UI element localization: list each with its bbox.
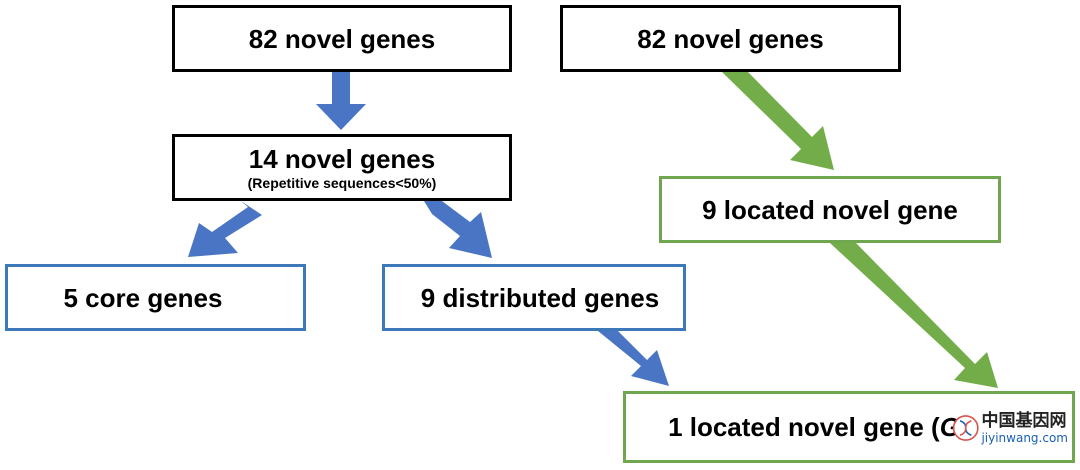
box-label: 82 novel genes [248, 23, 436, 54]
box-label: 82 novel genes [637, 23, 824, 54]
watermark-url: jiyinwang.com [981, 430, 1068, 445]
box-label: 9 located novel gene [702, 194, 958, 225]
box-distributed-genes: 9 distributed genes [382, 264, 686, 331]
box-core-genes: 5 core genes [5, 264, 306, 331]
arrow-blue-to-located-one [598, 331, 669, 386]
box-82-novel-genes-left: 82 novel genes [172, 5, 512, 72]
dna-logo-icon [952, 415, 979, 441]
watermark-chinese: 中国基因网 [981, 410, 1067, 431]
box-14-novel-genes: 14 novel genes (Repetitive sequences<50%… [172, 134, 512, 201]
arrow-green-to-located-one [830, 243, 998, 388]
box-82-novel-genes-right: 82 novel genes [560, 5, 901, 72]
box-label: 14 novel genes [248, 143, 436, 174]
arrow-blue-down [316, 72, 366, 130]
arrow-blue-to-distributed [424, 201, 492, 258]
watermark: 中国基因网 jiyinwang.com [952, 407, 1068, 449]
box-sublabel: (Repetitive sequences<50%) [247, 174, 437, 191]
box-9-located-novel-gene: 9 located novel gene [659, 176, 1001, 243]
box-label-prefix: 1 located novel gene ( [668, 412, 940, 442]
box-1-located-novel-gene: 1 located novel gene (G [623, 391, 1075, 463]
box-label: 9 distributed genes [420, 282, 660, 313]
arrow-green-to-located-nine [722, 72, 834, 170]
arrow-blue-to-core [188, 201, 262, 257]
box-label: 5 core genes [63, 282, 223, 313]
box-label: 1 located novel gene (G [668, 412, 1030, 442]
watermark-text: 中国基因网 jiyinwang.com [981, 410, 1068, 445]
